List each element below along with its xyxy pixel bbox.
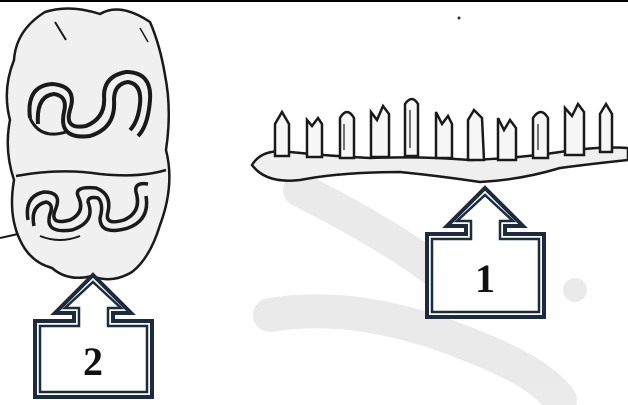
specimen-1-illustration	[252, 99, 628, 182]
specimen-2-outline	[7, 8, 170, 279]
speck	[458, 17, 461, 20]
arrow-2: 2	[35, 275, 152, 397]
label-2: 2	[83, 339, 103, 384]
specimen-2-illustration	[0, 8, 169, 279]
arrow-1: 1	[427, 188, 544, 317]
label-1: 1	[475, 256, 495, 301]
